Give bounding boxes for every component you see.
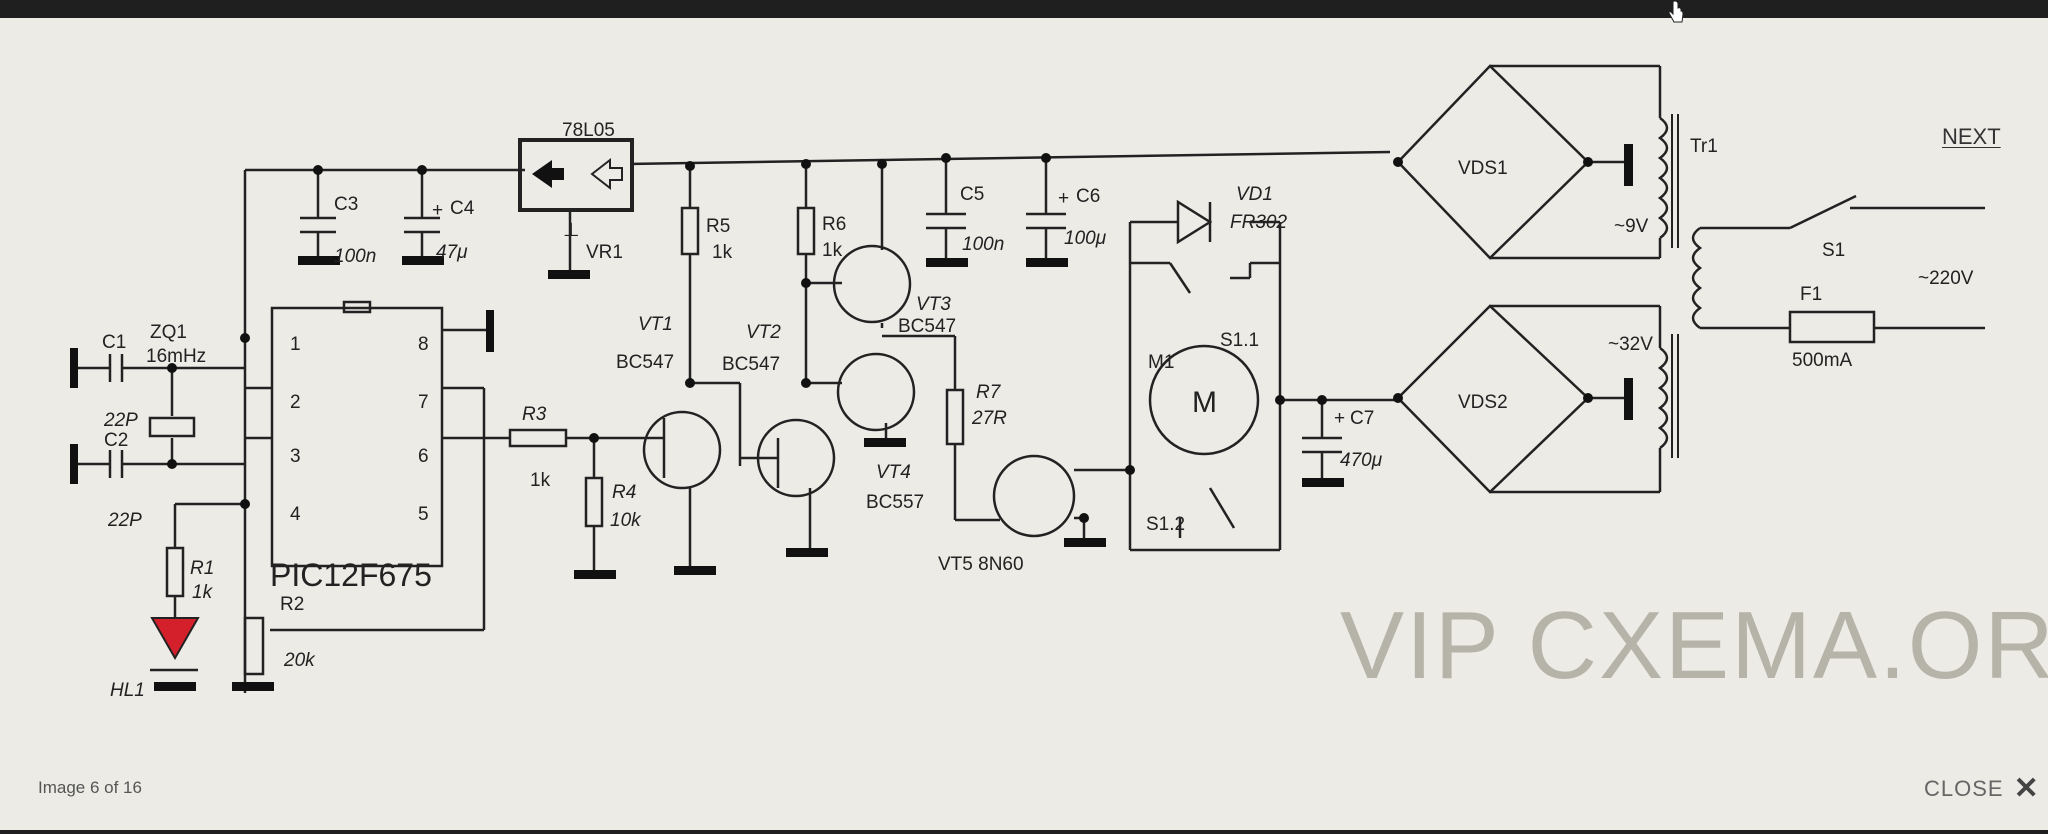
pin-3-label: 3 (290, 446, 301, 467)
c4-label: C4 (450, 198, 475, 219)
r5-value: 1k (712, 242, 733, 263)
vd1-value: FR302 (1230, 212, 1287, 233)
watermark: VIP CXEMA.ORG (1340, 592, 2048, 699)
vt1-part: BC547 (616, 352, 674, 373)
crystal-label: ZQ1 (150, 322, 187, 343)
circuit-schematic-image: 78L05 VR1 ⊥ C3 100n + C4 47μ R5 1k R6 1k… (70, 64, 2048, 701)
fuse-value: 500mA (1792, 350, 1853, 371)
image-counter: Image 6 of 16 (38, 778, 142, 797)
fuse-label: F1 (1800, 284, 1822, 305)
switch-s1-1-label: S1.1 (1220, 330, 1259, 351)
r5-label: R5 (706, 216, 730, 237)
r7-value: 27R (971, 408, 1007, 429)
close-button[interactable]: CLOSE ✕ (1924, 774, 2040, 804)
transformer-label: Tr1 (1690, 136, 1718, 157)
pin-7-label: 7 (418, 392, 429, 413)
c7-plus: + (1334, 408, 1345, 429)
c2-value: 22P (107, 510, 142, 531)
r3-value: 1k (530, 470, 551, 491)
vds2-label: VDS2 (1458, 392, 1508, 413)
motor-label: M1 (1148, 352, 1174, 373)
r4-label: R4 (612, 482, 636, 503)
vt3-part: BC547 (898, 316, 956, 337)
close-label: CLOSE (1924, 776, 2004, 801)
c2-label: C2 (104, 430, 128, 451)
r6-value: 1k (822, 240, 843, 261)
vt2-label: VT2 (746, 322, 781, 343)
r7-label: R7 (976, 382, 1002, 403)
pin-1-label: 1 (290, 334, 301, 355)
c5-label: C5 (960, 184, 984, 205)
c6-label: C6 (1076, 186, 1100, 207)
c7-label: C7 (1350, 408, 1374, 429)
r2-label: R2 (280, 594, 304, 615)
vt4-part: BC557 (866, 492, 924, 513)
vd1-label: VD1 (1236, 184, 1273, 205)
vt2-part: BC547 (722, 354, 780, 375)
r3-label: R3 (522, 404, 547, 425)
regulator-ref-label: VR1 (586, 242, 623, 263)
c4-plus: + (432, 200, 443, 221)
led-label: HL1 (110, 680, 145, 701)
regulator-part-label: 78L05 (562, 120, 615, 141)
r1-label: R1 (190, 558, 214, 579)
r6-label: R6 (822, 214, 846, 235)
c3-label: C3 (334, 194, 358, 215)
vds1-label: VDS1 (1458, 158, 1508, 179)
close-icon: ✕ (2013, 772, 2040, 805)
c3-value: 100n (334, 246, 376, 267)
pin-2-label: 2 (290, 392, 301, 413)
c5-value: 100n (962, 234, 1004, 255)
c1-label: C1 (102, 332, 126, 353)
next-button[interactable]: NEXT (1942, 124, 2001, 149)
pin-8-label: 8 (418, 334, 429, 355)
vt1-label: VT1 (638, 314, 673, 335)
r1-value: 1k (192, 582, 214, 603)
vt5-label: VT5 8N60 (938, 554, 1024, 575)
c4-value: 47μ (436, 242, 468, 263)
r4-value: 10k (610, 510, 642, 531)
mains-voltage-label: ~220V (1918, 268, 1974, 289)
vt4-label: VT4 (876, 462, 911, 483)
c6-plus: + (1058, 188, 1069, 209)
r2-value: 20k (283, 650, 316, 671)
ground-mark: ⊥ (563, 220, 580, 241)
vt3-label: VT3 (916, 294, 951, 315)
mcu-part-label: PIC12F675 (270, 557, 432, 593)
crystal-value: 16mHz (146, 346, 206, 367)
pin-5-label: 5 (418, 504, 429, 525)
switch-s1-label: S1 (1822, 240, 1845, 261)
lightbox-panel: 78L05 VR1 ⊥ C3 100n + C4 47μ R5 1k R6 1k… (0, 18, 2048, 830)
pin-4-label: 4 (290, 504, 301, 525)
transformer-32v-label: ~32V (1608, 334, 1653, 355)
motor-symbol: M (1192, 386, 1217, 419)
hand-cursor-icon (1668, 0, 1684, 23)
pin-6-label: 6 (418, 446, 429, 467)
c1-value: 22P (103, 410, 138, 431)
c6-value: 100μ (1064, 228, 1107, 249)
transformer-9v-label: ~9V (1614, 216, 1649, 237)
switch-s1-2-label: S1.2 (1146, 514, 1185, 535)
c7-value: 470μ (1340, 450, 1383, 471)
